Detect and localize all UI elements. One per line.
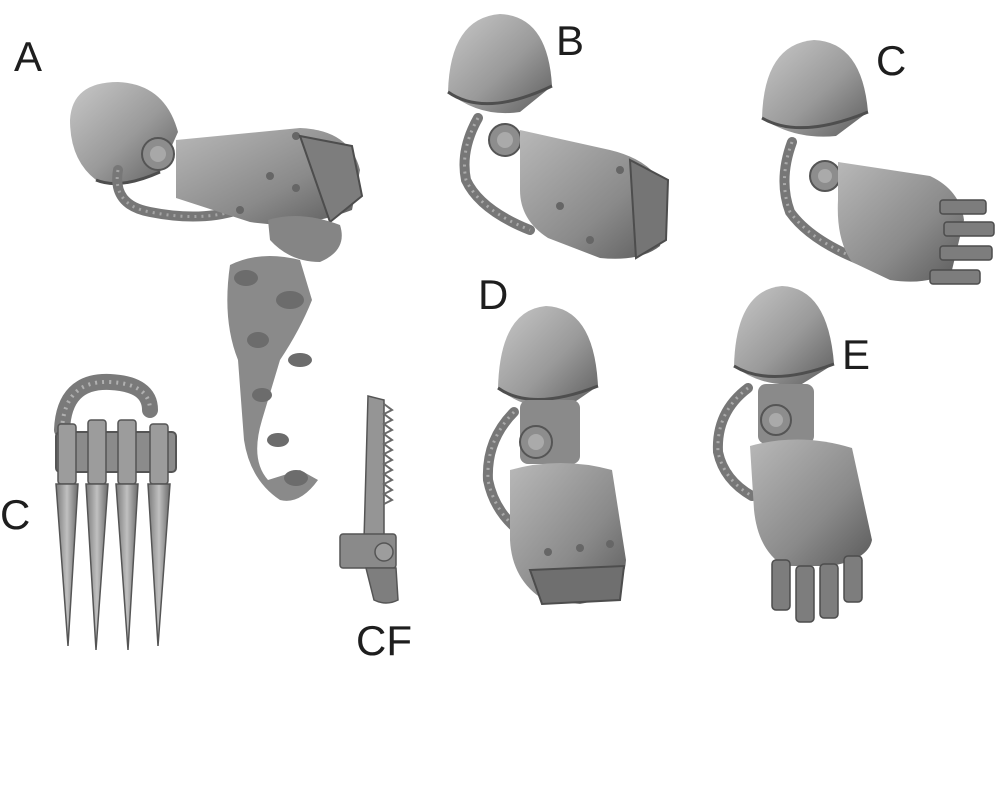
label-d: D xyxy=(478,271,509,318)
arm-e-illustration xyxy=(712,286,872,623)
label-e: E xyxy=(842,331,871,378)
label-b: B xyxy=(556,17,585,64)
label-c-claw: C xyxy=(0,491,31,538)
label-a: A xyxy=(14,33,43,80)
arm-a-illustration xyxy=(70,82,364,501)
arm-b-illustration xyxy=(447,14,670,260)
arm-c-illustration xyxy=(761,40,995,285)
arm-d-illustration xyxy=(482,306,626,606)
chainsword-cf-illustration xyxy=(339,395,399,604)
label-c-top: C xyxy=(876,37,907,84)
claw-c-illustration xyxy=(54,373,177,651)
label-cf: CF xyxy=(356,617,412,664)
